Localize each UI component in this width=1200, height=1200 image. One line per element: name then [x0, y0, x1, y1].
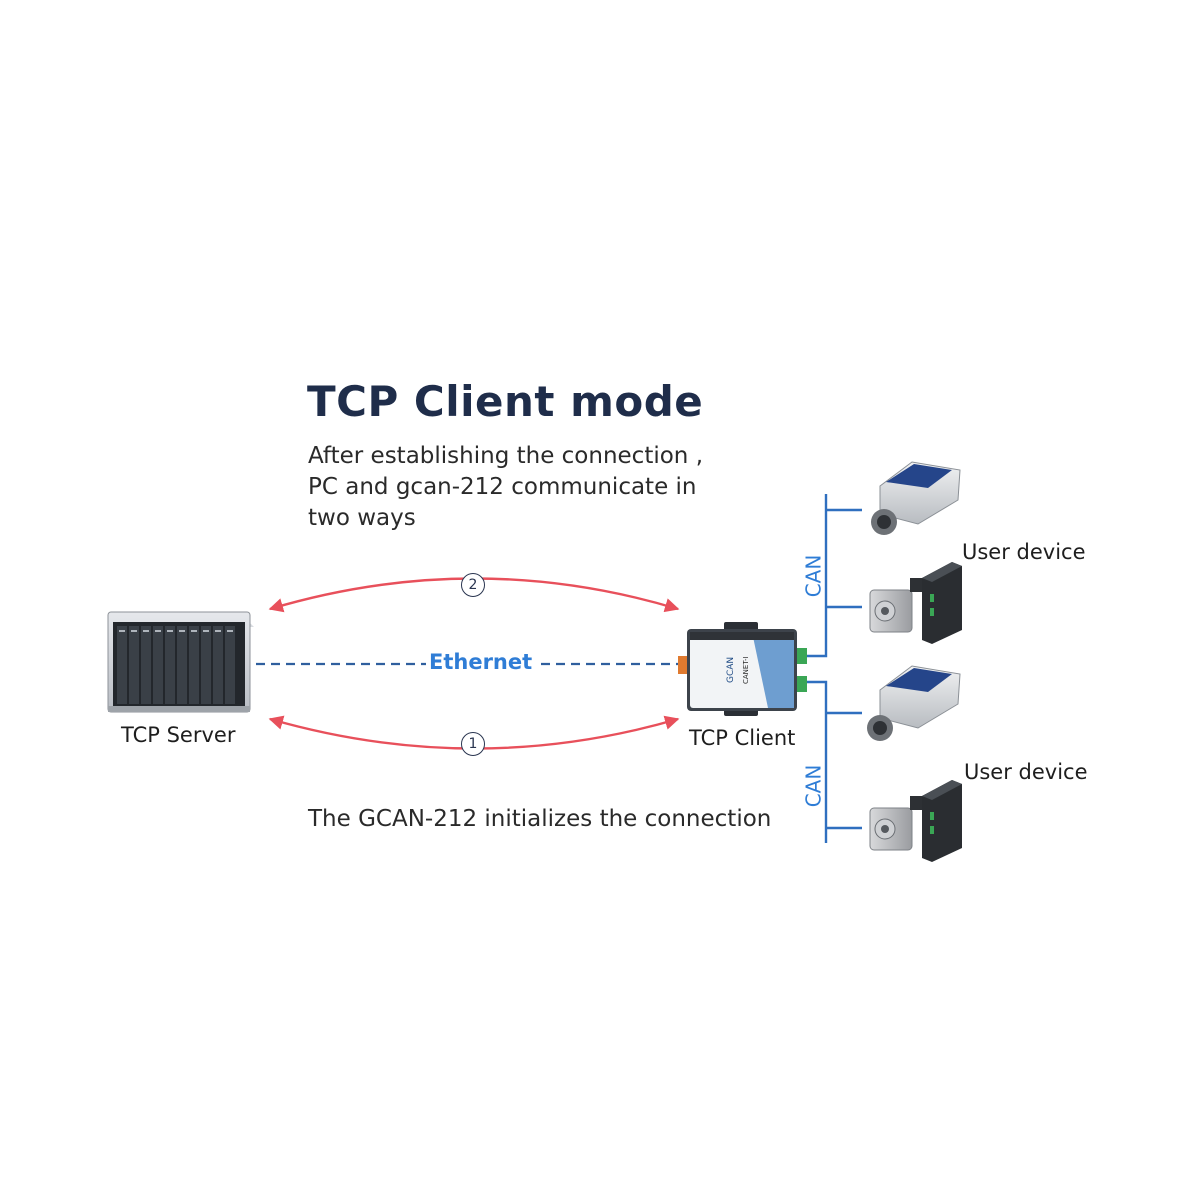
ethernet-label: Ethernet — [426, 650, 536, 674]
description-line-3: two ways — [308, 505, 416, 531]
footer-caption: The GCAN-212 initializes the connection — [308, 806, 772, 832]
description-line-2: PC and gcan-212 communicate in — [308, 474, 697, 500]
inclinometer-sensor-image-2 — [867, 665, 961, 741]
user-device-label-2: User device — [964, 760, 1088, 784]
servo-motor-image-2 — [869, 780, 962, 862]
svg-text:GCAN: GCAN — [726, 657, 736, 683]
tcp-client-label: TCP Client — [689, 726, 796, 750]
tcp-server-label: TCP Server — [121, 723, 236, 747]
svg-text:CANET-I: CANET-I — [742, 656, 750, 684]
can-label-2: CAN — [801, 764, 826, 808]
page-title: TCP Client mode — [307, 377, 704, 426]
description-line-1: After establishing the connection , — [308, 443, 704, 469]
step-badge-1: 1 — [461, 732, 485, 756]
gcan-device-image: GCAN CANET-I — [678, 622, 807, 716]
step-badge-2: 2 — [461, 573, 485, 597]
servo-motor-image-1 — [869, 562, 962, 644]
can-bus-2 — [807, 680, 862, 843]
tcp-server-image — [107, 611, 254, 713]
can-label-1: CAN — [801, 554, 826, 598]
can-bus-1 — [807, 494, 862, 658]
inclinometer-sensor-image-1 — [871, 461, 961, 535]
user-device-label-1: User device — [962, 540, 1086, 564]
